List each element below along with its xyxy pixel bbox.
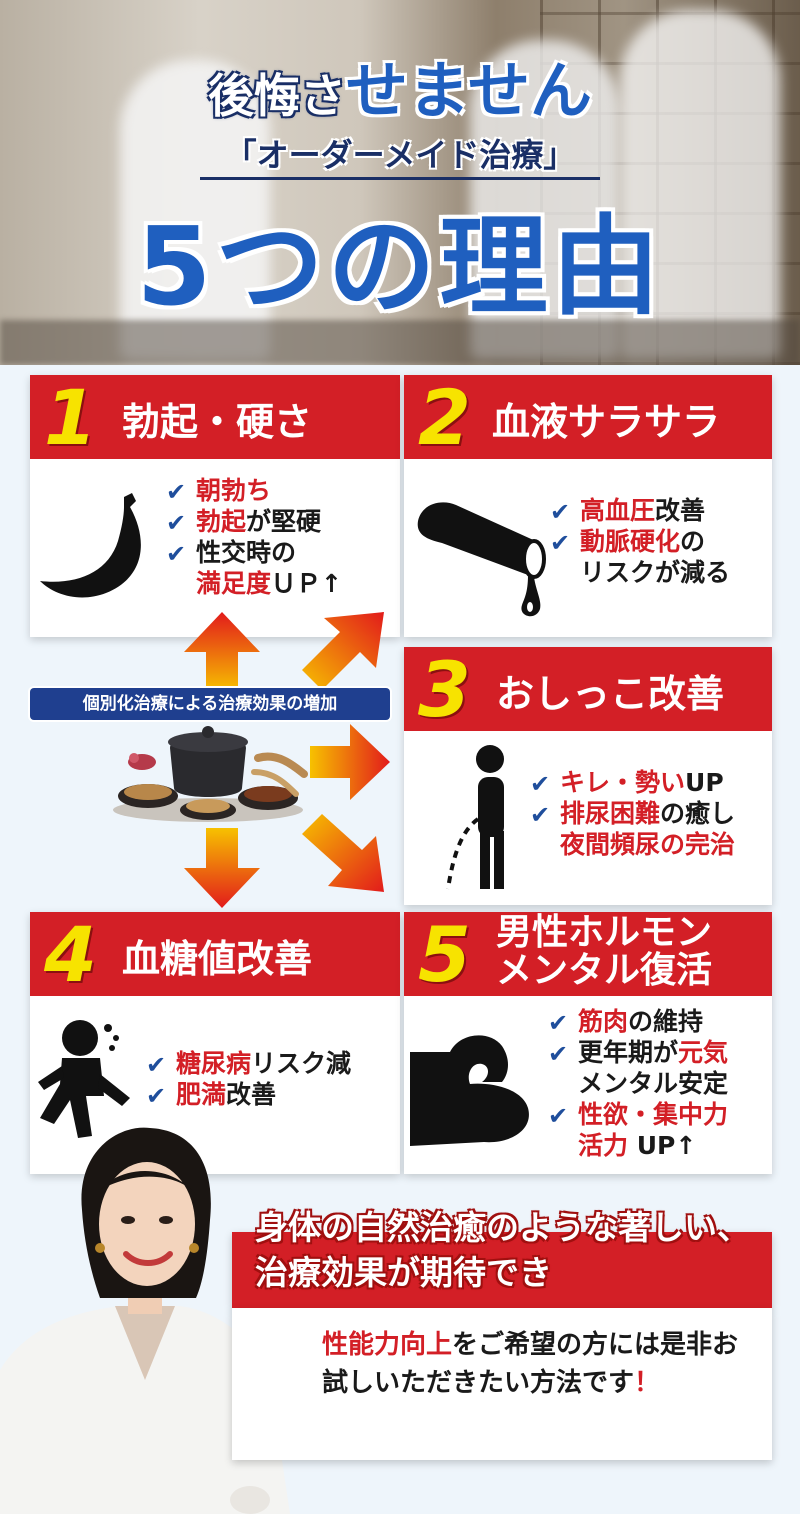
checkmark-icon: ✔ <box>166 509 187 537</box>
checkmark-icon: ✔ <box>146 1082 167 1110</box>
checkmark-icon: ✔ <box>550 529 571 557</box>
list-item: 夜間頻尿の完治 <box>560 830 736 859</box>
sweating-runner-icon <box>38 1020 130 1138</box>
card-header: 3 おしっこ改善 <box>404 645 772 734</box>
herbal-medicine-pot-icon <box>113 726 308 822</box>
list-item: ✔排尿困難の癒し <box>530 799 736 829</box>
page-title: 5つの理由 <box>136 205 664 330</box>
card-title: おしっこ改善 <box>496 672 725 716</box>
divider <box>200 177 600 180</box>
doctor-photo <box>0 1120 300 1514</box>
arrow-upright-icon <box>302 612 384 690</box>
list-item: 満足度ＵＰ↑ <box>196 569 342 598</box>
arrow-downright-icon <box>302 814 384 892</box>
list-item: ✔キレ・勢いUP <box>530 768 724 798</box>
closing-message: 性能力向上をご希望の方には是非お試しいただきたい方法です！ <box>322 1330 739 1398</box>
list-item: ✔性交時の <box>166 538 297 568</box>
arrow-up-icon <box>184 612 260 692</box>
list-item: ✔性欲・集中力 <box>548 1100 729 1130</box>
checkmark-icon: ✔ <box>548 1009 569 1037</box>
list-item: リスクが減る <box>580 558 731 587</box>
card-number: 2 <box>418 373 471 462</box>
card-number: 4 <box>44 910 97 999</box>
list-item: メンタル安定 <box>578 1069 729 1098</box>
urinating-person-icon <box>446 745 504 890</box>
list-item: ✔動脈硬化の <box>550 527 706 557</box>
closing-banner <box>232 1232 772 1308</box>
list-item: ✔朝勃ち <box>166 476 272 506</box>
hero-subtitle: 後悔させません <box>207 54 593 127</box>
list-item: 活力 UP↑ <box>578 1131 697 1160</box>
blood-vessel-icon <box>417 502 546 617</box>
list-item: ✔肥満改善 <box>146 1080 277 1110</box>
reason-card-3: 3 おしっこ改善 ✔キレ・勢いUP ✔排尿困難の癒し 夜間頻尿の完治 <box>404 645 772 905</box>
card-header: 1 勃起・硬さ <box>30 373 400 462</box>
reason-card-4: 4 血糖値改善 ✔糖尿病リスク減 ✔肥満改善 <box>30 910 400 1174</box>
checkmark-icon: ✔ <box>166 540 187 568</box>
checkmark-icon: ✔ <box>166 478 187 506</box>
list-item: ✔高血圧改善 <box>550 496 706 526</box>
card-header: 4 血糖値改善 <box>30 910 400 999</box>
list-item: ✔糖尿病リスク減 <box>146 1049 352 1079</box>
reason-card-5: 5 男性ホルモン メンタル復活 ✔筋肉の維持 ✔更年期が元気 メンタル安定 ✔性… <box>404 910 772 1174</box>
center-label: 個別化治療による治療効果の増加 <box>30 688 390 720</box>
card-number: 3 <box>418 645 471 734</box>
list-item: ✔更年期が元気 <box>548 1038 729 1068</box>
card-number: 5 <box>418 910 471 999</box>
background-person <box>120 60 270 360</box>
card-title: 男性ホルモン メンタル復活 <box>496 912 713 991</box>
card-number: 1 <box>44 373 97 462</box>
banana-icon <box>40 493 141 598</box>
arrow-down-icon <box>184 828 260 908</box>
doctor-avatar <box>0 1127 290 1514</box>
arrow-right-icon <box>310 724 390 800</box>
hero-tagline: 「オーダーメイド治療」 <box>224 136 576 174</box>
closing-headline: 身体の自然治癒のような著しい、治療効果が期待でき <box>255 1208 750 1292</box>
reason-card-2: 2 血液サラサラ ✔高血圧改善 ✔動脈硬化の リスクが減る <box>404 373 772 637</box>
checkmark-icon: ✔ <box>146 1051 167 1079</box>
hero-banner <box>0 0 800 365</box>
card-title: 血糖値改善 <box>122 937 313 981</box>
checkmark-icon: ✔ <box>550 498 571 526</box>
background-person <box>620 10 780 360</box>
checkmark-icon: ✔ <box>530 770 551 798</box>
card-title: 血液サラサラ <box>492 400 721 444</box>
checkmark-icon: ✔ <box>530 801 551 829</box>
list-item: ✔勃起が堅硬 <box>166 507 322 537</box>
background-person <box>470 40 620 360</box>
card-header: 5 男性ホルモン メンタル復活 <box>404 910 772 999</box>
background-table <box>0 320 800 365</box>
flexing-arm-icon <box>410 1035 529 1146</box>
checkmark-icon: ✔ <box>548 1102 569 1130</box>
reason-card-1: 1 勃起・硬さ ✔朝勃ち ✔勃起が堅硬 ✔性交時の 満足度ＵＰ↑ <box>30 373 400 637</box>
list-item: ✔筋肉の維持 <box>548 1007 704 1037</box>
checkmark-icon: ✔ <box>548 1040 569 1068</box>
card-title: 勃起・硬さ <box>122 400 313 444</box>
card-header: 2 血液サラサラ <box>404 373 772 462</box>
closing-box <box>232 1308 772 1460</box>
